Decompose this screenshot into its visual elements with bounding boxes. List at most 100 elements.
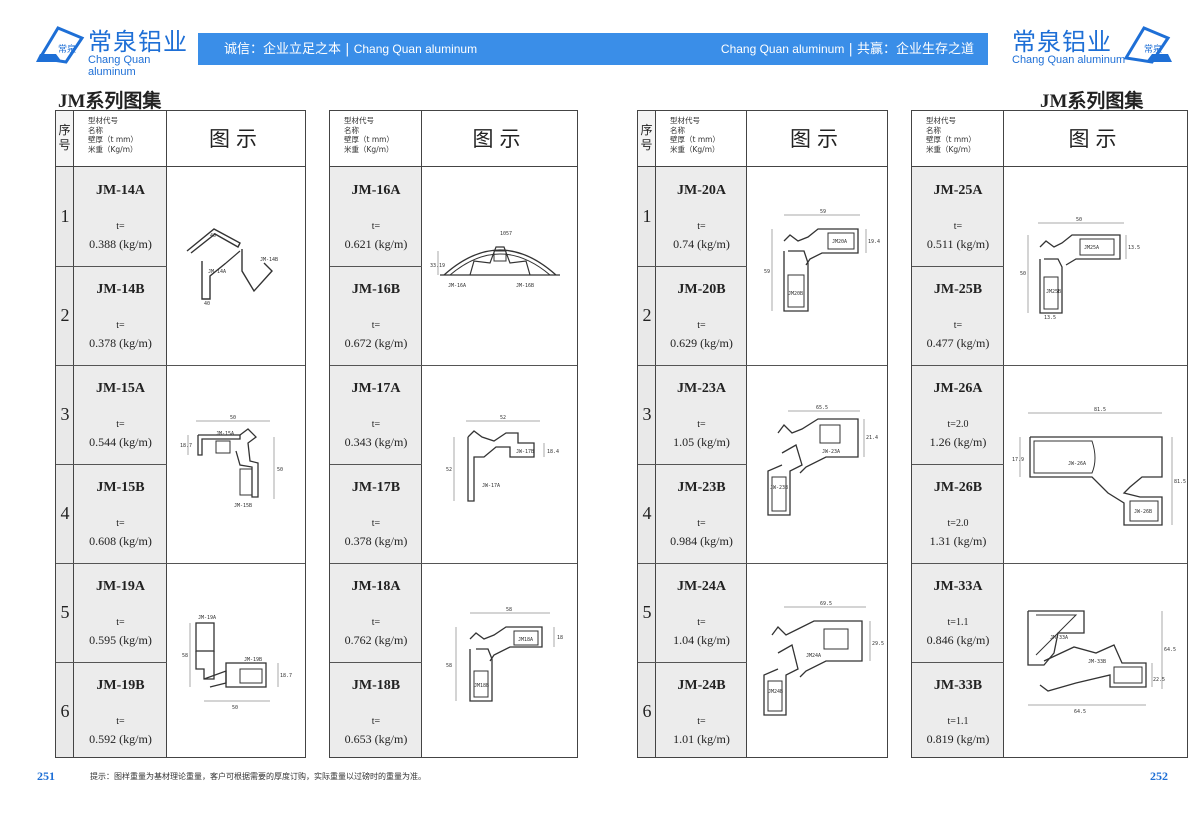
svg-text:81.5: 81.5 xyxy=(1094,407,1106,413)
brand-mark-text: 常泉 xyxy=(1144,43,1162,55)
svg-text:JM24B: JM24B xyxy=(768,689,783,695)
profile-drawing-jm15: 50 JM-15A JM-15B 50 18.7 xyxy=(178,411,296,521)
svg-text:50: 50 xyxy=(232,705,238,711)
svg-text:JM24A: JM24A xyxy=(806,653,821,659)
catalog-table: 序号 型材代号名称壁厚（t mm）米重（Kg/m） 图示 1 2 3 4 5 6… xyxy=(55,110,306,758)
svg-text:50: 50 xyxy=(1076,217,1082,223)
svg-text:69.5: 69.5 xyxy=(820,601,832,607)
svg-text:18.7: 18.7 xyxy=(280,673,292,679)
svg-text:JM25A: JM25A xyxy=(1084,245,1099,251)
profile-drawing-jm18: 58 58 JM18A JM18B 18 xyxy=(434,605,570,717)
svg-text:65.5: 65.5 xyxy=(816,405,828,411)
header-seq: 序号 xyxy=(56,111,74,167)
svg-text:JM-16B: JM-16B xyxy=(516,283,534,289)
svg-text:JW-26A: JW-26A xyxy=(1068,461,1086,467)
footnote: 提示：图样重量为基材理论重量，客户可根据需要的厚度订购，实际重量以过磅时的重量为… xyxy=(90,772,426,781)
svg-text:21.4: 21.4 xyxy=(866,435,878,441)
svg-text:JM25B: JM25B xyxy=(1046,289,1061,295)
svg-text:13.5: 13.5 xyxy=(1128,245,1140,251)
seq-number: 6 xyxy=(60,701,70,721)
header-seq: 序号 xyxy=(638,111,656,167)
svg-text:29.5: 29.5 xyxy=(872,641,884,647)
page-number-right: 252 xyxy=(1150,769,1168,783)
profile-drawing-jm19: JM-19A JM-19B 58 50 18.7 xyxy=(180,607,300,715)
svg-text:JM-33B: JM-33B xyxy=(1088,659,1106,665)
svg-text:JM-14B: JM-14B xyxy=(260,257,278,263)
header-figure: 图示 xyxy=(422,111,577,167)
brand-name-en: Chang Quan aluminum xyxy=(88,54,151,78)
profile-drawing-jm16: 1057 33.19 JM-16A JM-16B xyxy=(430,223,570,303)
svg-text:JW-23B: JW-23B xyxy=(770,485,788,491)
header-spec: 型材代号名称壁厚（t mm）米重（Kg/m） xyxy=(656,111,747,167)
seq-number: 1 xyxy=(60,206,70,226)
svg-text:JM-19A: JM-19A xyxy=(198,615,216,621)
profile-drawing-jm14: JM-14A JM-14B 40 40 xyxy=(182,221,292,311)
svg-text:58: 58 xyxy=(506,607,512,613)
brand-logo-left: 常泉 常泉铝业 Chang Quan aluminum xyxy=(36,20,196,78)
spec-column xyxy=(656,167,747,757)
right-slogan: Chang Quan aluminum | 共赢：企业生存之道 xyxy=(720,42,974,57)
brand-name-cn: 常泉铝业 xyxy=(1012,28,1112,56)
svg-text:50: 50 xyxy=(1020,271,1026,277)
header-figure: 图示 xyxy=(167,111,305,167)
figure-column xyxy=(422,167,577,757)
svg-text:JM-16A: JM-16A xyxy=(448,283,466,289)
brand-mark-icon: 常泉 xyxy=(36,26,85,64)
profile-drawing-jm33: JM-33A JM-33B 64.5 64.5 22.5 xyxy=(1014,601,1180,719)
svg-text:50: 50 xyxy=(230,415,236,421)
seq-number: 5 xyxy=(642,602,652,622)
svg-text:JM18B: JM18B xyxy=(474,683,489,689)
svg-text:64.5: 64.5 xyxy=(1164,647,1176,653)
svg-text:81.5: 81.5 xyxy=(1174,479,1186,485)
header-banner: 诚信：企业立足之本 | Chang Quan aluminum Chang Qu… xyxy=(198,33,988,65)
profile-drawing-jm24: 69.5 JM24A JM24B 29.5 xyxy=(754,601,884,719)
svg-text:JW-23A: JW-23A xyxy=(822,449,840,455)
svg-text:40: 40 xyxy=(204,301,210,307)
svg-text:59: 59 xyxy=(820,209,826,215)
header-spec: 型材代号名称壁厚（t mm）米重（Kg/m） xyxy=(912,111,1004,167)
profile-drawing-jm23: 65.5 JW-23A JW-23B 21.4 xyxy=(756,405,880,519)
section-title: JM系列图集 xyxy=(58,91,162,112)
header-figure: 图示 xyxy=(1004,111,1187,167)
spec-column xyxy=(74,167,167,757)
seq-number: 2 xyxy=(642,305,652,325)
profile-drawing-jm26: 81.5 JW-26A JW-26B 81.5 17.9 xyxy=(1012,407,1186,533)
seq-number: 3 xyxy=(60,404,70,424)
spec-column xyxy=(330,167,422,757)
svg-text:JM-15A: JM-15A xyxy=(216,431,234,437)
seq-number: 2 xyxy=(60,305,70,325)
svg-text:19.4: 19.4 xyxy=(868,239,880,245)
svg-text:JW-17B: JW-17B xyxy=(516,449,534,455)
brand-logo-right: 常泉铝业 Chang Quan aluminum 常泉 xyxy=(1012,20,1172,68)
seq-number: 6 xyxy=(642,701,652,721)
svg-text:52: 52 xyxy=(500,415,506,421)
svg-text:17.9: 17.9 xyxy=(1012,457,1024,463)
svg-text:JM-14A: JM-14A xyxy=(208,269,226,275)
svg-text:13.5: 13.5 xyxy=(1044,315,1056,321)
svg-text:JM18A: JM18A xyxy=(518,637,533,643)
svg-text:JW-17A: JW-17A xyxy=(482,483,500,489)
svg-text:64.5: 64.5 xyxy=(1074,709,1086,715)
svg-text:18.7: 18.7 xyxy=(180,443,192,449)
page-header: 常泉 常泉铝业 Chang Quan aluminum 诚信：企业立足之本 | … xyxy=(0,0,1200,78)
seq-number: 3 xyxy=(642,404,652,424)
svg-text:40: 40 xyxy=(210,233,216,239)
seq-column xyxy=(638,111,656,757)
